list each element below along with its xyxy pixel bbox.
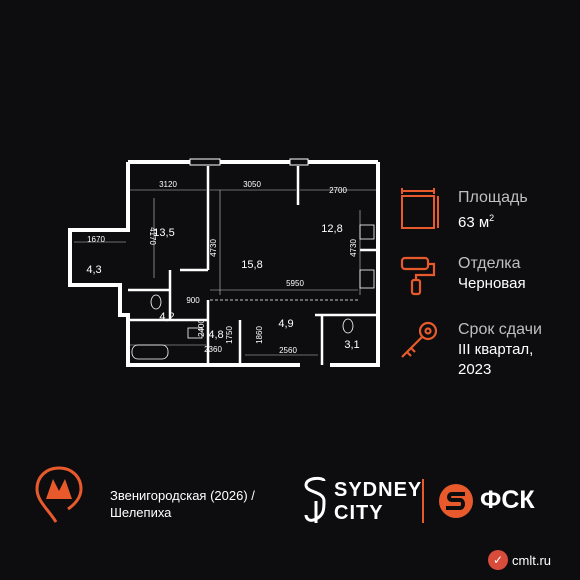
dimension-label: 1750 <box>225 326 234 344</box>
footer: Звенигородская (2026) / Шелепиха SYDNEY … <box>0 465 580 535</box>
dimension-label: 4730 <box>349 239 358 257</box>
dimension-label: 1860 <box>255 326 264 344</box>
dimension-label: 4730 <box>209 239 218 257</box>
sydney-city-text: SYDNEY CITY <box>334 479 423 524</box>
fsk-s-mark-icon <box>439 484 473 518</box>
finish-value: Черновая <box>458 275 526 292</box>
paint-roller-icon <box>400 256 436 296</box>
key-icon <box>401 321 438 358</box>
room-area: 4,2 <box>159 311 174 323</box>
deadline-info: Срок сдачи III квартал, 2023 <box>398 320 578 386</box>
room-area: 12,8 <box>321 223 342 235</box>
dimension-label: 4170 <box>148 227 157 245</box>
metro-station: Звенигородская (2026) / Шелепиха <box>110 487 255 521</box>
dimension-label: 2560 <box>279 346 297 355</box>
area-info: Площадь 63 м2 <box>398 188 578 254</box>
fixtures <box>131 224 375 360</box>
room-area: 4,3 <box>86 264 101 276</box>
cat-icon: ✓ <box>488 550 508 570</box>
area-value: 63 м2 <box>458 213 495 231</box>
dimension-label: 3120 <box>159 180 177 189</box>
deadline-label: Срок сдачи <box>458 321 542 338</box>
inner-walls <box>118 166 378 365</box>
fsk-logo: ФСК <box>438 483 548 523</box>
room-area: 13,5 <box>153 227 174 239</box>
dimension-label: 2700 <box>329 186 347 195</box>
dimension-label: 900 <box>186 296 200 305</box>
room-area: 3,1 <box>344 339 359 351</box>
finish-label: Отделка <box>458 255 521 272</box>
deadline-value-line2: 2023 <box>458 361 492 378</box>
floor-plan: 3120 3050 2700 1670 4170 4730 4730 5950 … <box>60 150 390 375</box>
area-label: Площадь <box>458 189 528 206</box>
dimension-label: 3050 <box>243 180 261 189</box>
fsk-text: ФСК <box>480 486 535 514</box>
room-area: 4,8 <box>208 329 223 341</box>
metro-logo-icon <box>35 466 83 523</box>
deadline-value-line1: III квартал, <box>458 341 534 358</box>
station-line1: Звенигородская (2026) / <box>110 488 255 503</box>
frame-icon <box>401 188 439 229</box>
watermark-text: cmlt.ru <box>512 552 551 568</box>
dimension-label: 2360 <box>204 345 222 354</box>
dimension-label: 5950 <box>286 279 304 288</box>
dimension-label: 1670 <box>87 235 105 244</box>
sydney-city-logo: SYDNEY CITY <box>302 475 421 527</box>
floor-plan-drawing: 3120 3050 2700 1670 4170 4730 4730 5950 … <box>68 158 380 367</box>
room-area: 15,8 <box>241 259 262 271</box>
station-line2: Шелепиха <box>110 505 172 520</box>
dimension-label: 2400 <box>197 319 206 337</box>
brand-divider <box>422 479 424 523</box>
apartment-info: Площадь 63 м2 Отделка Черновая <box>398 188 578 386</box>
sydney-s-mark-icon <box>304 476 326 523</box>
room-area: 4,9 <box>278 318 293 330</box>
windows <box>189 158 309 166</box>
watermark: ✓ cmlt.ru <box>488 548 551 572</box>
finish-info: Отделка Черновая <box>398 254 578 320</box>
